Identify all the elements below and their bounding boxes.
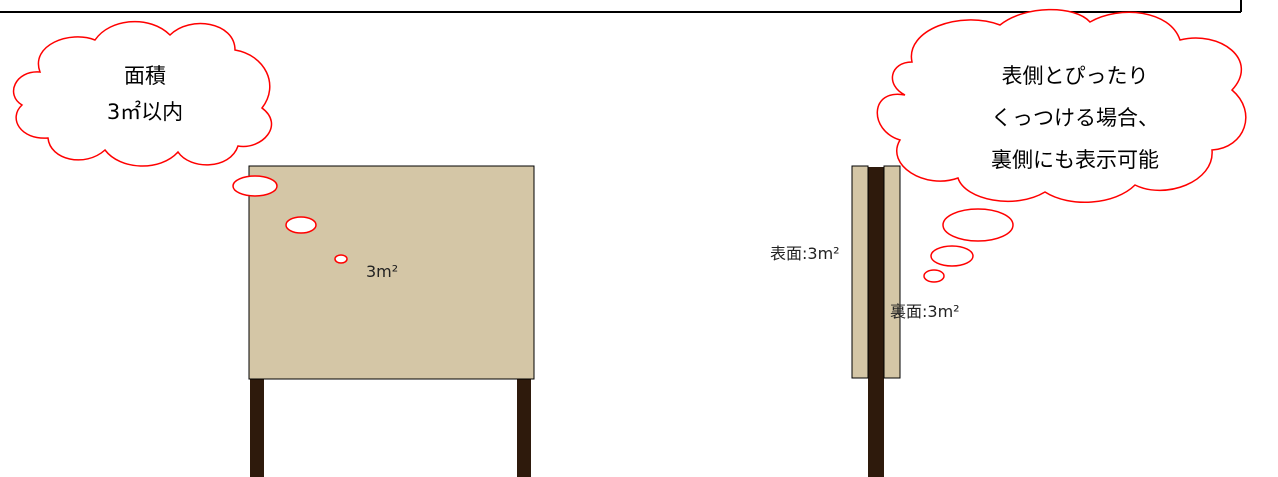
front-post-left — [250, 376, 264, 477]
front-bubble-text: 面積 3㎡以内 — [60, 58, 230, 130]
front-face-label: 表面:3m² — [770, 244, 840, 263]
front-thought-trail — [232, 175, 348, 264]
front-bubble-line-2: 3㎡以内 — [106, 100, 184, 124]
side-trail-ellipse-small — [923, 269, 945, 283]
side-trail-ellipse-large — [942, 208, 1014, 242]
front-post-right — [517, 376, 531, 477]
front-board — [248, 165, 535, 380]
front-area-label: 3m² — [366, 262, 399, 281]
front-cloud-bubble — [12, 21, 273, 167]
front-trail-ellipse-large — [232, 175, 278, 197]
side-board-front — [851, 165, 869, 379]
side-bubble-line-3: 裏側にも表示可能 — [991, 148, 1159, 172]
front-bubble-line-1: 面積 — [124, 64, 166, 88]
back-face-label: 裏面:3m² — [890, 302, 960, 321]
side-board-back — [883, 165, 901, 379]
side-cloud-bubble — [876, 8, 1247, 203]
side-thought-trail — [923, 208, 1014, 283]
front-trail-ellipse-medium — [285, 216, 317, 234]
front-signboard — [248, 165, 535, 477]
side-signboard — [851, 165, 901, 477]
side-bubble-line-2: くっつける場合、 — [991, 106, 1159, 130]
side-bubble-line-1: 表側とぴったり — [1001, 64, 1149, 88]
side-trail-ellipse-medium — [930, 245, 974, 267]
side-bubble-text: 表側とぴったり くっつける場合、 裏側にも表示可能 — [925, 55, 1225, 181]
side-post — [868, 167, 884, 477]
front-trail-ellipse-small — [334, 254, 348, 264]
